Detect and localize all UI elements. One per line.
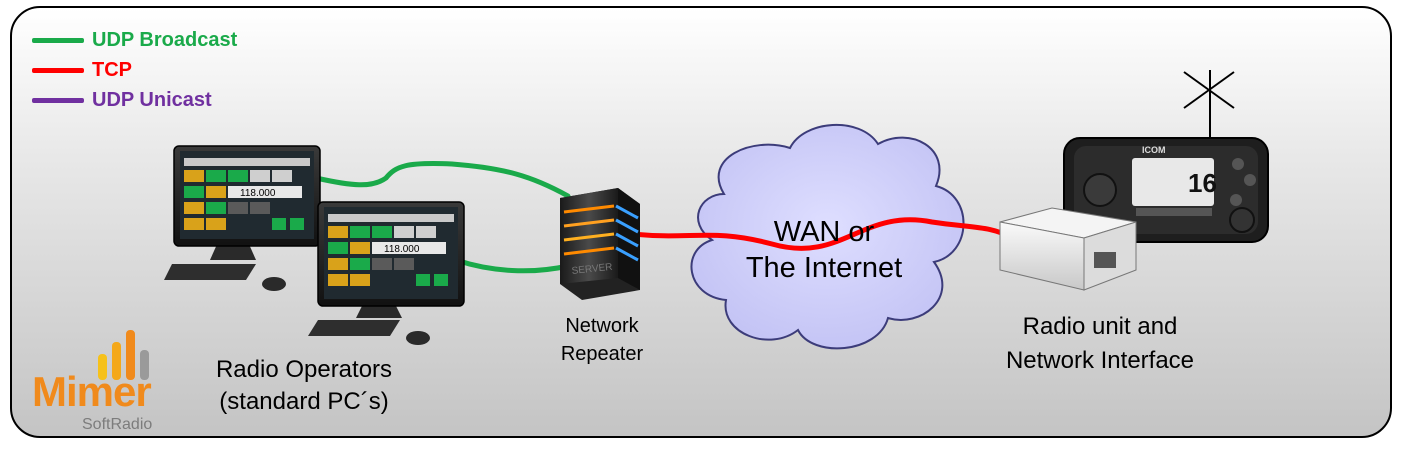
cloud-label-line1: WAN or — [773, 216, 875, 248]
internet-cloud — [690, 123, 965, 350]
legend-label-tcp: TCP — [92, 58, 132, 81]
legend-line-udp-unicast — [32, 97, 84, 103]
operators-caption-line1: Radio Operators — [215, 356, 393, 383]
radio-brand: ICOM — [1142, 145, 1166, 155]
operator-pc-2: 118.000 — [308, 201, 465, 345]
keyboard-icon — [164, 264, 256, 280]
network-scene: 118.000 — [164, 70, 1269, 350]
radio-caption: Radio unit and Network Interface — [972, 310, 1228, 378]
screen-buttons — [328, 214, 454, 286]
screen-buttons — [184, 158, 310, 230]
screen-frequency: 118.000 — [384, 244, 420, 255]
operators-caption: Radio Operators (standard PC´s) — [184, 354, 424, 418]
radio-display — [1132, 158, 1214, 206]
diagram-panel: UDP Broadcast TCP UDP Unicast — [10, 6, 1392, 438]
mouse-icon — [406, 331, 430, 345]
repeater-caption-line2: Repeater — [560, 343, 644, 365]
legend-line-tcp — [32, 67, 84, 73]
radio-knob — [1083, 173, 1117, 207]
antenna-icon — [1183, 70, 1235, 138]
operator-pc-1: 118.000 — [164, 145, 321, 291]
logo-sub: SoftRadio — [82, 416, 153, 433]
network-interface-box — [999, 207, 1137, 291]
server-icon: SERVER — [560, 188, 640, 300]
keyboard-icon — [308, 320, 400, 336]
radio-channel: 16 — [1188, 168, 1217, 198]
cloud-label: WAN or The Internet — [712, 214, 936, 286]
server-label: SERVER — [571, 262, 613, 277]
mimer-logo: Mimer SoftRadio — [26, 324, 166, 436]
radio-caption-line1: Radio unit and — [1022, 313, 1178, 340]
cloud-label-line2: The Internet — [745, 252, 903, 284]
legend-label-udp-broadcast: UDP Broadcast — [92, 28, 238, 51]
legend-udp-broadcast: UDP Broadcast — [32, 28, 238, 51]
udp-broadcast-link-2 — [453, 257, 571, 274]
legend-line-udp-broadcast — [32, 37, 84, 43]
legend-label-udp-unicast: UDP Unicast — [92, 88, 212, 111]
radio-dial — [1229, 207, 1255, 233]
screen-frequency: 118.000 — [240, 188, 276, 199]
ethernet-port-icon — [1094, 252, 1116, 268]
udp-broadcast-link-1 — [313, 161, 571, 199]
mouse-icon — [262, 277, 286, 291]
logo-name: Mimer — [32, 368, 152, 415]
repeater-caption: Network Repeater — [532, 312, 672, 368]
tcp-link — [629, 217, 1015, 251]
signal-bars-icon — [98, 330, 149, 380]
radio-unit-icon: ICOM 16 — [1063, 137, 1269, 243]
radio-caption-line2: Network Interface — [1005, 347, 1195, 374]
legend-tcp: TCP — [32, 58, 132, 81]
repeater-caption-line1: Network — [565, 315, 639, 337]
operators-caption-line2: (standard PC´s) — [219, 388, 389, 415]
legend-udp-unicast: UDP Unicast — [32, 88, 212, 111]
